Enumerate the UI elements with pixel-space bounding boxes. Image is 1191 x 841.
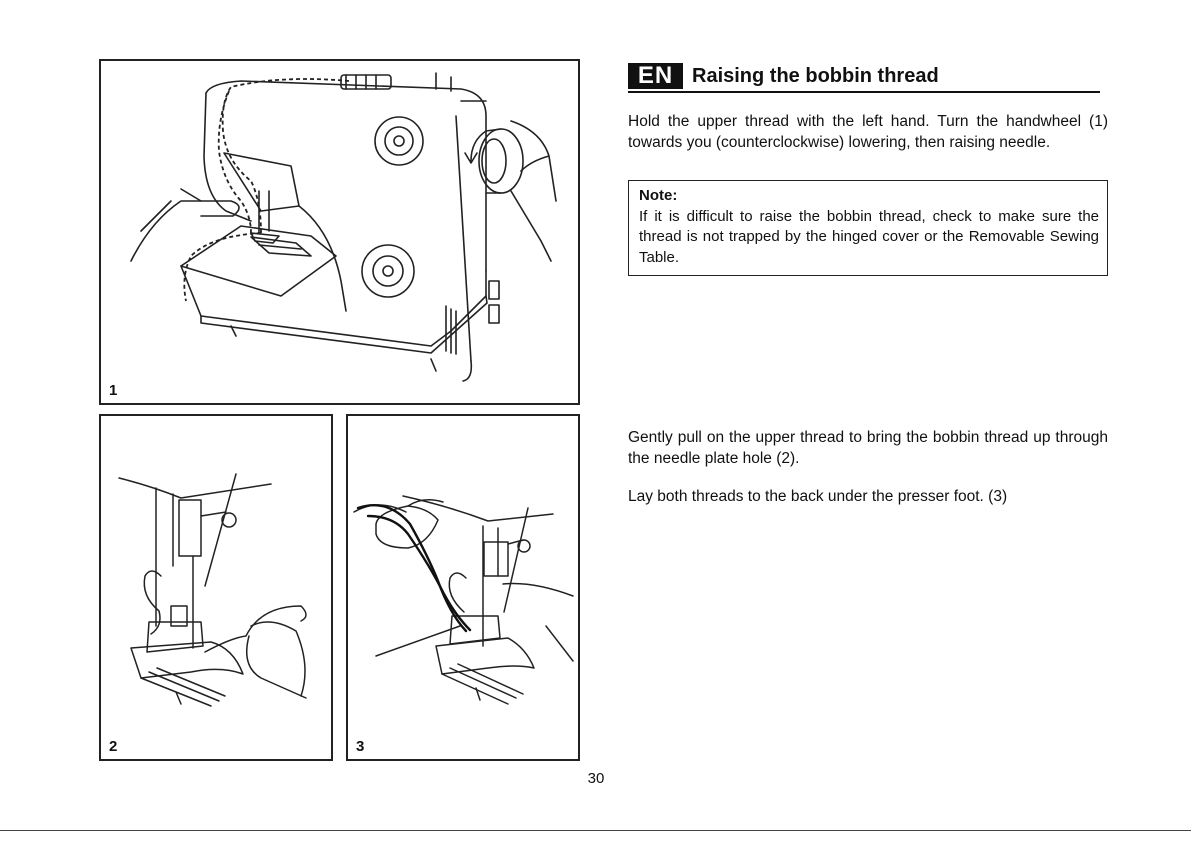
page-number: 30 — [587, 770, 605, 787]
instruction-handwheel: Hold the upper thread with the left hand… — [628, 113, 1108, 151]
sewing-machine-handwheel-illustration — [130, 72, 557, 382]
note-box: Note: If it is difficult to raise the bo… — [628, 180, 1108, 276]
instruction-lay-threads: Lay both threads to the back under the p… — [628, 488, 1008, 505]
figure-1-number: 1 — [109, 382, 118, 399]
presser-foot-threads-back-illustration — [353, 495, 574, 705]
figure-2-panel: 2 — [99, 414, 333, 761]
needle-plate-thread-pull-illustration — [118, 473, 307, 707]
language-badge: EN — [628, 63, 683, 89]
figure-3-number: 3 — [356, 738, 365, 755]
instruction-pull-thread: Gently pull on the upper thread to bring… — [628, 429, 1108, 467]
figure-2-number: 2 — [109, 738, 118, 755]
note-text: If it is difficult to raise the bobbin t… — [639, 207, 1099, 266]
figure-3-panel: 3 — [346, 414, 580, 761]
section-heading: EN Raising the bobbin thread — [628, 61, 1100, 93]
page-title: Raising the bobbin thread — [692, 65, 939, 87]
figure-1-panel: 1 — [99, 59, 580, 405]
bottom-divider — [0, 830, 1191, 831]
note-label: Note: — [639, 187, 678, 204]
